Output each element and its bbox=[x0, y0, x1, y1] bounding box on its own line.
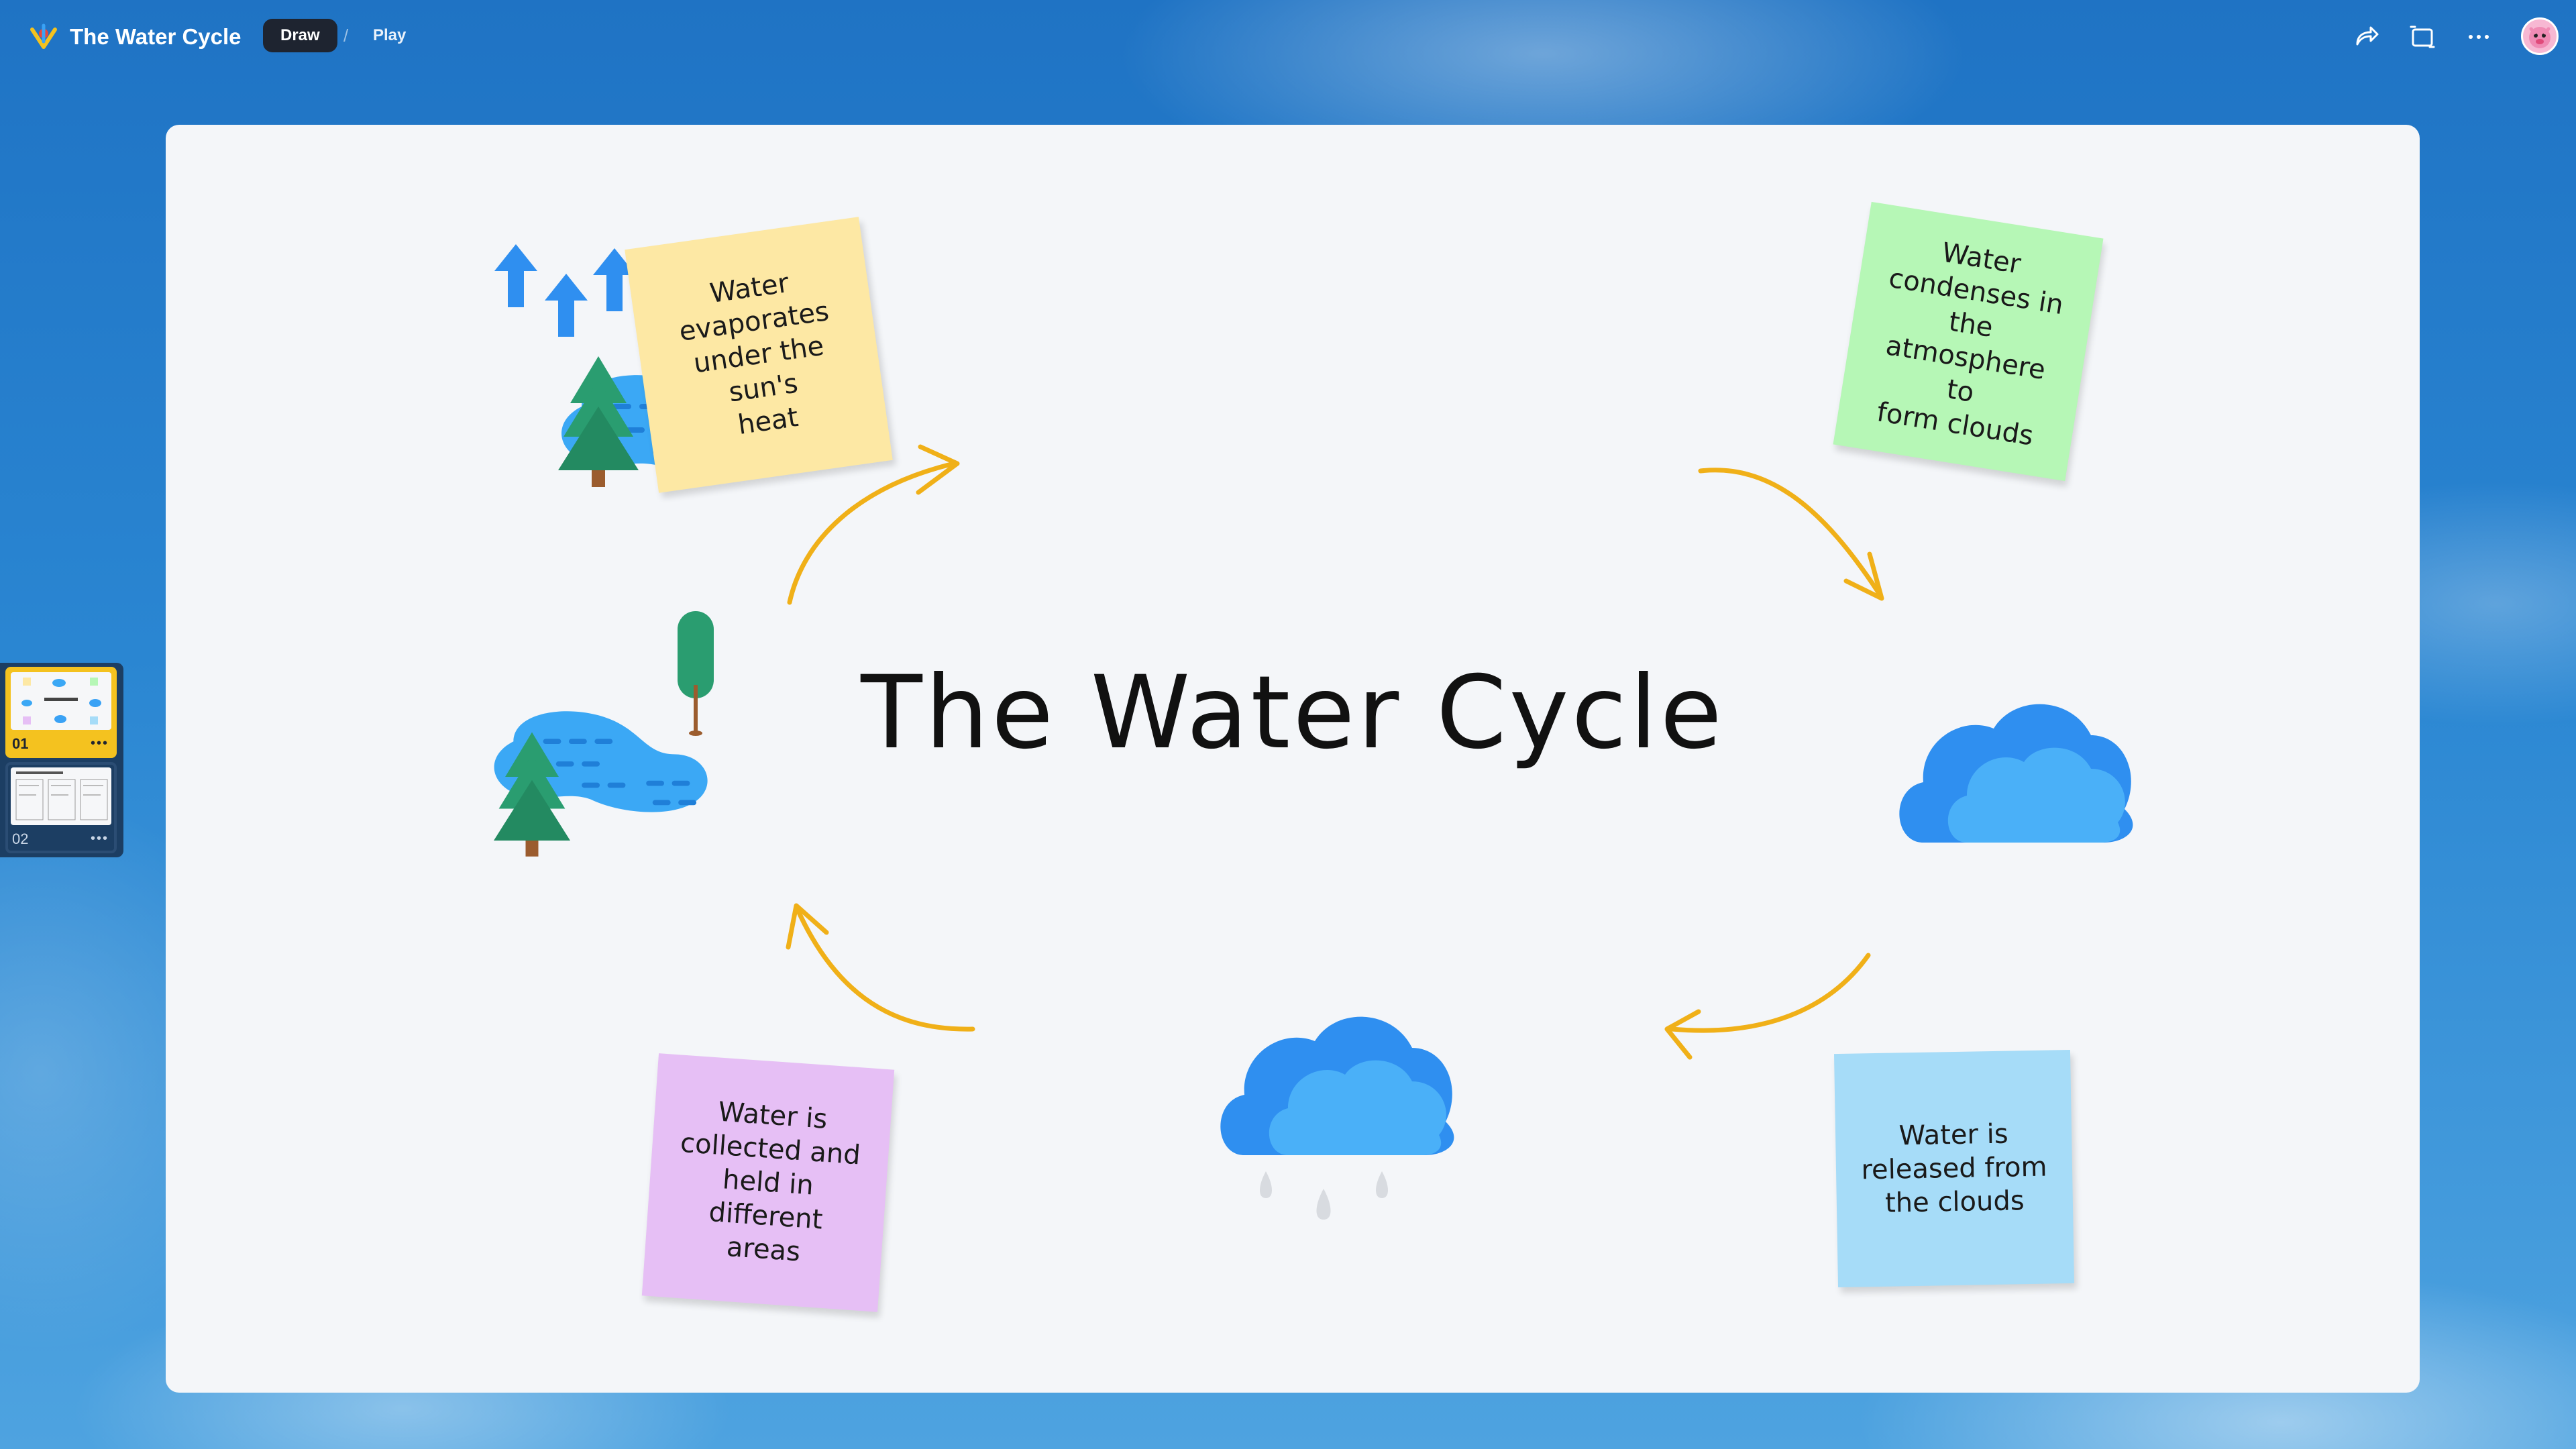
share-icon[interactable] bbox=[2349, 20, 2383, 54]
sticky-note-precipitation[interactable]: Water is released from the clouds bbox=[1833, 1049, 2075, 1288]
sticky-note-collection[interactable]: Water is collected and held in different… bbox=[641, 1053, 895, 1312]
arrow-to-evaporation bbox=[787, 444, 960, 605]
slide-more-icon[interactable]: ••• bbox=[90, 831, 109, 846]
note-line: released from bbox=[1861, 1151, 2047, 1186]
cycle-arrows bbox=[786, 444, 1884, 1060]
sticky-note-condensation[interactable]: Water condenses in the atmosphere to for… bbox=[1833, 201, 2104, 482]
board-graphics bbox=[166, 244, 2133, 1220]
evaporation-illustration[interactable] bbox=[494, 244, 784, 487]
board-title[interactable]: The Water Cycle bbox=[861, 655, 1725, 771]
draw-mode-button[interactable]: Draw bbox=[263, 19, 337, 52]
arrow-to-collection bbox=[786, 903, 975, 1032]
rain-cloud-illustration[interactable] bbox=[1220, 1016, 1454, 1220]
slide-preview-graphic bbox=[15, 771, 108, 820]
slide-number: 01 bbox=[12, 735, 29, 752]
mode-separator: / bbox=[343, 25, 349, 46]
canvas-board[interactable]: The Water Cycle Water evaporates under t… bbox=[166, 125, 2420, 1393]
note-line: Water is bbox=[1898, 1118, 2008, 1152]
slide-thumbnail-1[interactable]: 01 ••• bbox=[5, 667, 117, 758]
present-icon[interactable] bbox=[2406, 20, 2439, 54]
arrow-to-precipitation bbox=[1664, 953, 1871, 1060]
top-bar: The Water Cycle Draw / Play bbox=[0, 0, 2576, 74]
arrow-to-condensation bbox=[1698, 468, 1884, 601]
play-mode-button[interactable]: Play bbox=[373, 26, 407, 44]
user-avatar[interactable] bbox=[2521, 17, 2559, 55]
slide-preview-graphic bbox=[21, 678, 101, 724]
note-line: different areas bbox=[708, 1197, 824, 1268]
note-line: the clouds bbox=[1884, 1185, 2025, 1219]
slide-preview bbox=[11, 767, 111, 825]
slides-panel: 01 ••• 02 ••• bbox=[0, 663, 123, 857]
sticky-note-evaporation[interactable]: Water evaporates under the sun's heat bbox=[625, 217, 893, 493]
slide-preview bbox=[11, 672, 111, 730]
slide-number: 02 bbox=[12, 830, 29, 847]
slide-more-icon[interactable]: ••• bbox=[90, 736, 109, 751]
avatar-face-icon bbox=[2529, 27, 2551, 48]
slide-thumbnail-2[interactable]: 02 ••• bbox=[5, 762, 117, 853]
more-icon[interactable] bbox=[2462, 20, 2496, 54]
app-title[interactable]: The Water Cycle bbox=[70, 24, 241, 49]
app-logo-icon[interactable] bbox=[27, 20, 60, 54]
